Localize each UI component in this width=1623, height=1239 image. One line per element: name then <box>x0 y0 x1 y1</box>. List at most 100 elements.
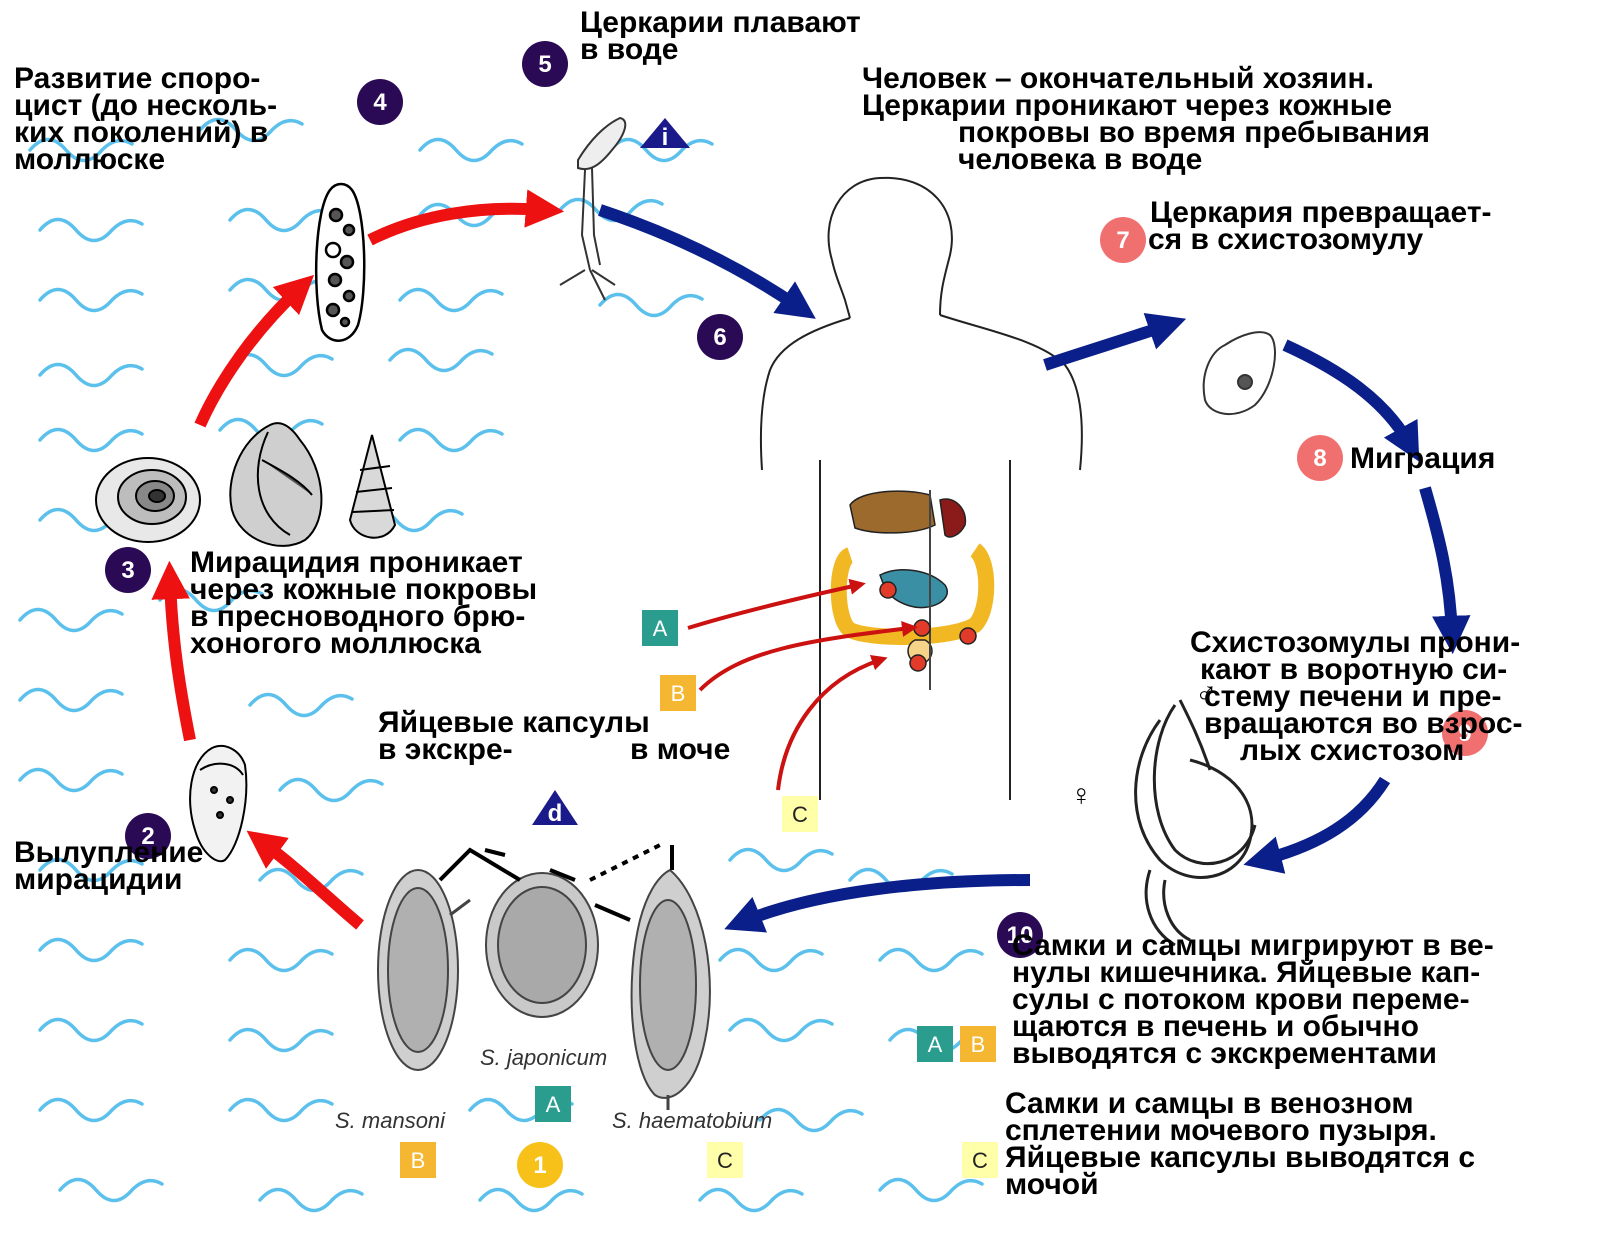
egg-haematobium <box>632 870 710 1110</box>
site-box-B: B <box>400 1142 436 1178</box>
step-number: 4 <box>373 89 387 116</box>
step-4-label: Развитие споро-цист (до несколь-ких поко… <box>14 62 277 176</box>
water-wave <box>730 1020 832 1041</box>
step-4-marker: 4 <box>357 79 403 125</box>
arrow-adults-to-venules <box>1262 780 1385 860</box>
step-number: 6 <box>713 324 726 351</box>
step-7-marker: 7 <box>1100 217 1146 263</box>
water-wave <box>60 1180 162 1201</box>
water-wave <box>40 1020 142 1041</box>
step-6-label: Человек – окончательный хозяин.Церкарии … <box>862 62 1430 176</box>
species-label-haematobium: S. haematobium <box>612 1108 772 1133</box>
site-box-C: C <box>707 1142 743 1178</box>
water-wave <box>40 290 142 311</box>
arrow-miracidium-to-snail <box>170 580 190 740</box>
water-wave <box>260 1190 362 1211</box>
step-number: 3 <box>121 557 134 584</box>
svg-text:B: B <box>671 681 686 706</box>
water-wave <box>480 1190 582 1211</box>
svg-text:C: C <box>717 1148 733 1173</box>
human-body-outline <box>761 178 1082 800</box>
site-box-C: C <box>782 796 818 832</box>
arrow-snail-to-sporocyst <box>200 288 300 425</box>
svg-text:A: A <box>928 1032 943 1057</box>
arrow-eggs-to-miracidium <box>262 842 360 925</box>
water-wave <box>230 1100 332 1121</box>
svg-text:A: A <box>653 616 668 641</box>
arrow-migration-to-liver <box>1425 488 1452 635</box>
arrow-sporocyst-to-cercaria <box>370 209 545 240</box>
water-wave <box>230 1030 332 1051</box>
water-wave <box>400 430 502 451</box>
diagnostic-stage-triangle: d <box>532 790 578 827</box>
female-symbol: ♀ <box>1070 779 1093 812</box>
internal-organs <box>839 490 987 690</box>
water-wave <box>390 350 492 371</box>
step-number: 7 <box>1116 227 1129 254</box>
water-wave <box>720 950 822 971</box>
water-wave <box>760 1110 862 1131</box>
infective-stage-triangle: i <box>640 118 690 151</box>
species-label-mansoni: S. mansoni <box>335 1108 446 1133</box>
water-wave <box>40 220 142 241</box>
water-wave <box>230 950 332 971</box>
water-wave <box>880 950 982 971</box>
water-wave <box>20 690 122 711</box>
step-number: 8 <box>1313 445 1326 472</box>
water-wave <box>600 295 702 316</box>
step-3-marker: 3 <box>105 547 151 593</box>
water-wave <box>700 1190 802 1211</box>
water-wave <box>20 770 122 791</box>
water-wave <box>40 365 142 386</box>
arrow-cercaria-to-human <box>600 210 800 308</box>
water-wave <box>40 430 142 451</box>
water-wave <box>40 1100 142 1121</box>
water-wave <box>20 610 122 631</box>
species-label-japonicum: S. japonicum <box>480 1045 607 1070</box>
site-box-C: C <box>962 1142 998 1178</box>
water-wave <box>40 940 142 961</box>
svg-text:C: C <box>792 802 808 827</box>
water-wave <box>730 850 832 871</box>
site-boxes: A B C A B C A B C <box>400 610 998 1178</box>
step-8-label: Миграция <box>1350 442 1495 475</box>
step-10-label: Самки и самцы мигрируют в ве-нулы кишечн… <box>1012 929 1494 1070</box>
snail-shells-illustration <box>96 423 395 546</box>
water-wave <box>250 695 352 716</box>
site-box-B: B <box>660 675 696 711</box>
water-wave <box>400 290 502 311</box>
water-wave <box>880 1180 982 1201</box>
step-7-label: Церкария превращает-ся в схистозомулу <box>1148 196 1492 256</box>
water-wave <box>420 140 522 161</box>
arrow-schistosomulum-migration <box>1285 345 1410 445</box>
svg-text:B: B <box>971 1032 986 1057</box>
step-6-marker: 6 <box>697 314 743 360</box>
site-box-A: A <box>642 610 678 646</box>
arrow-site-C <box>778 660 880 790</box>
step-5-marker: 5 <box>522 41 568 87</box>
schistosomulum-illustration <box>1204 332 1275 414</box>
step-number: 5 <box>538 51 551 78</box>
site-box-A: A <box>917 1026 953 1062</box>
egg-japonicum <box>486 873 598 1017</box>
water-wave <box>230 210 332 231</box>
step-number: 1 <box>533 1152 546 1179</box>
site-box-A: A <box>535 1086 571 1122</box>
step-1-marker: 1 <box>517 1142 563 1188</box>
sporocyst-illustration <box>316 184 364 341</box>
infective-stage-letter: i <box>662 124 669 151</box>
diagnostic-stage-letter: d <box>548 800 563 827</box>
svg-text:C: C <box>972 1148 988 1173</box>
step-2-label: Вылуплениемирацидии <box>14 836 203 896</box>
arrow-human-to-schistosomulum <box>1045 325 1168 365</box>
step-8-marker: 8 <box>1297 435 1343 481</box>
arrow-venules-to-eggs <box>742 880 1030 922</box>
svg-text:A: A <box>546 1092 561 1117</box>
